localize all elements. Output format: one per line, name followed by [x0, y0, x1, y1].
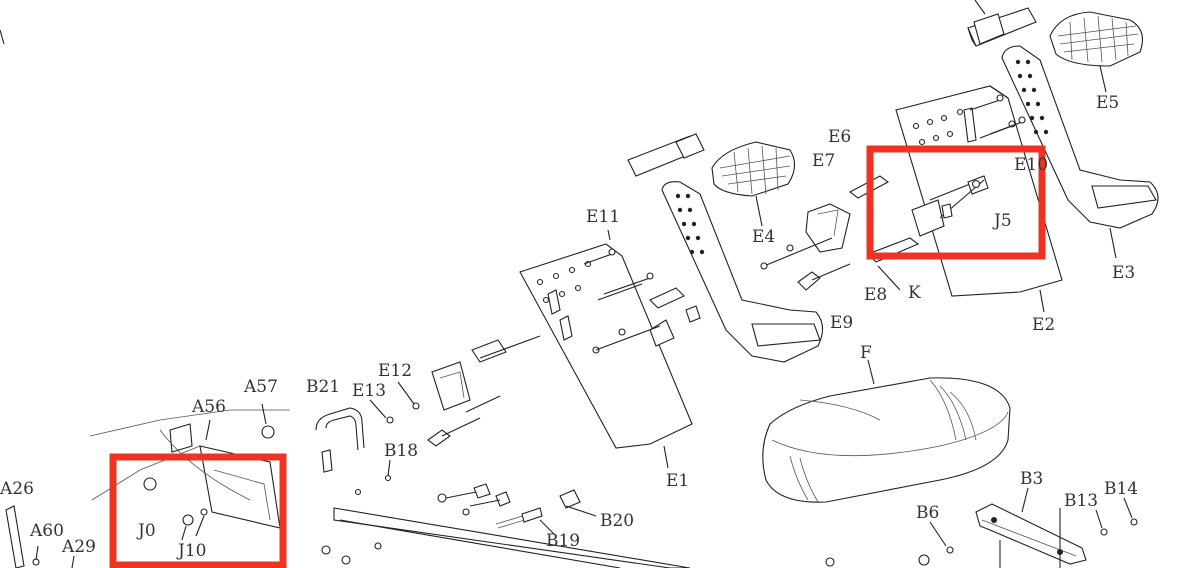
label-e8: E8	[864, 285, 887, 305]
label-j0: J0	[136, 521, 156, 541]
label-b3: B3	[1020, 469, 1043, 489]
label-e1: E1	[666, 471, 689, 491]
label-j10: J10	[176, 541, 206, 561]
label-e7: E7	[812, 151, 835, 171]
label-b19: B19	[546, 531, 580, 551]
label-e9: E9	[830, 313, 853, 333]
footplate-middle	[661, 181, 824, 363]
label-b21: B21	[306, 377, 340, 397]
label-b18: B18	[384, 441, 418, 461]
pedal-e5	[1049, 11, 1143, 93]
label-a60: A60	[29, 521, 64, 541]
label-a57: A57	[243, 377, 278, 397]
label-e12: E12	[378, 361, 412, 381]
highlight-box-j5	[866, 145, 1046, 260]
highlight-box-j0-j10	[109, 453, 287, 568]
bolts-b19-b20	[437, 483, 597, 535]
label-e4: E4	[752, 227, 775, 247]
label-b13: B13	[1064, 491, 1098, 511]
strap-middle	[627, 133, 705, 177]
label-e11: E11	[586, 207, 620, 227]
bolts-e10	[969, 94, 1026, 139]
bracket-b3	[825, 487, 1138, 568]
seat-f	[762, 359, 1011, 503]
label-e2: E2	[1032, 315, 1055, 335]
bracket-e12	[369, 335, 541, 447]
strap-top-right	[967, 0, 1037, 47]
label-e6: E6	[828, 127, 851, 147]
left-edge-parts	[0, 29, 75, 568]
label-k: K	[908, 283, 921, 303]
label-j5: J5	[992, 211, 1012, 231]
part-labels: E5 E6 E7 E10 J5 E4 E11 E3 E8 K E2 E9 F E…	[0, 93, 1138, 561]
frame-a56	[89, 403, 290, 541]
footplate-e3	[1001, 45, 1159, 259]
label-e10: E10	[1014, 155, 1048, 175]
rail-b21	[315, 407, 691, 568]
nut-j5	[941, 203, 953, 219]
bolt-j5	[971, 179, 981, 189]
label-a29: A29	[61, 537, 96, 557]
label-e3: E3	[1112, 263, 1135, 283]
label-b14: B14	[1104, 479, 1138, 499]
label-b6: B6	[916, 503, 939, 523]
pedal-e4	[711, 141, 796, 227]
label-a26: A26	[0, 479, 34, 499]
bolts-e11	[583, 229, 701, 354]
label-e5: E5	[1096, 93, 1119, 113]
plate-e1	[519, 243, 693, 469]
label-e13: E13	[352, 381, 386, 401]
label-a56: A56	[191, 397, 226, 417]
label-b20: B20	[600, 511, 634, 531]
label-f: F	[860, 343, 872, 363]
